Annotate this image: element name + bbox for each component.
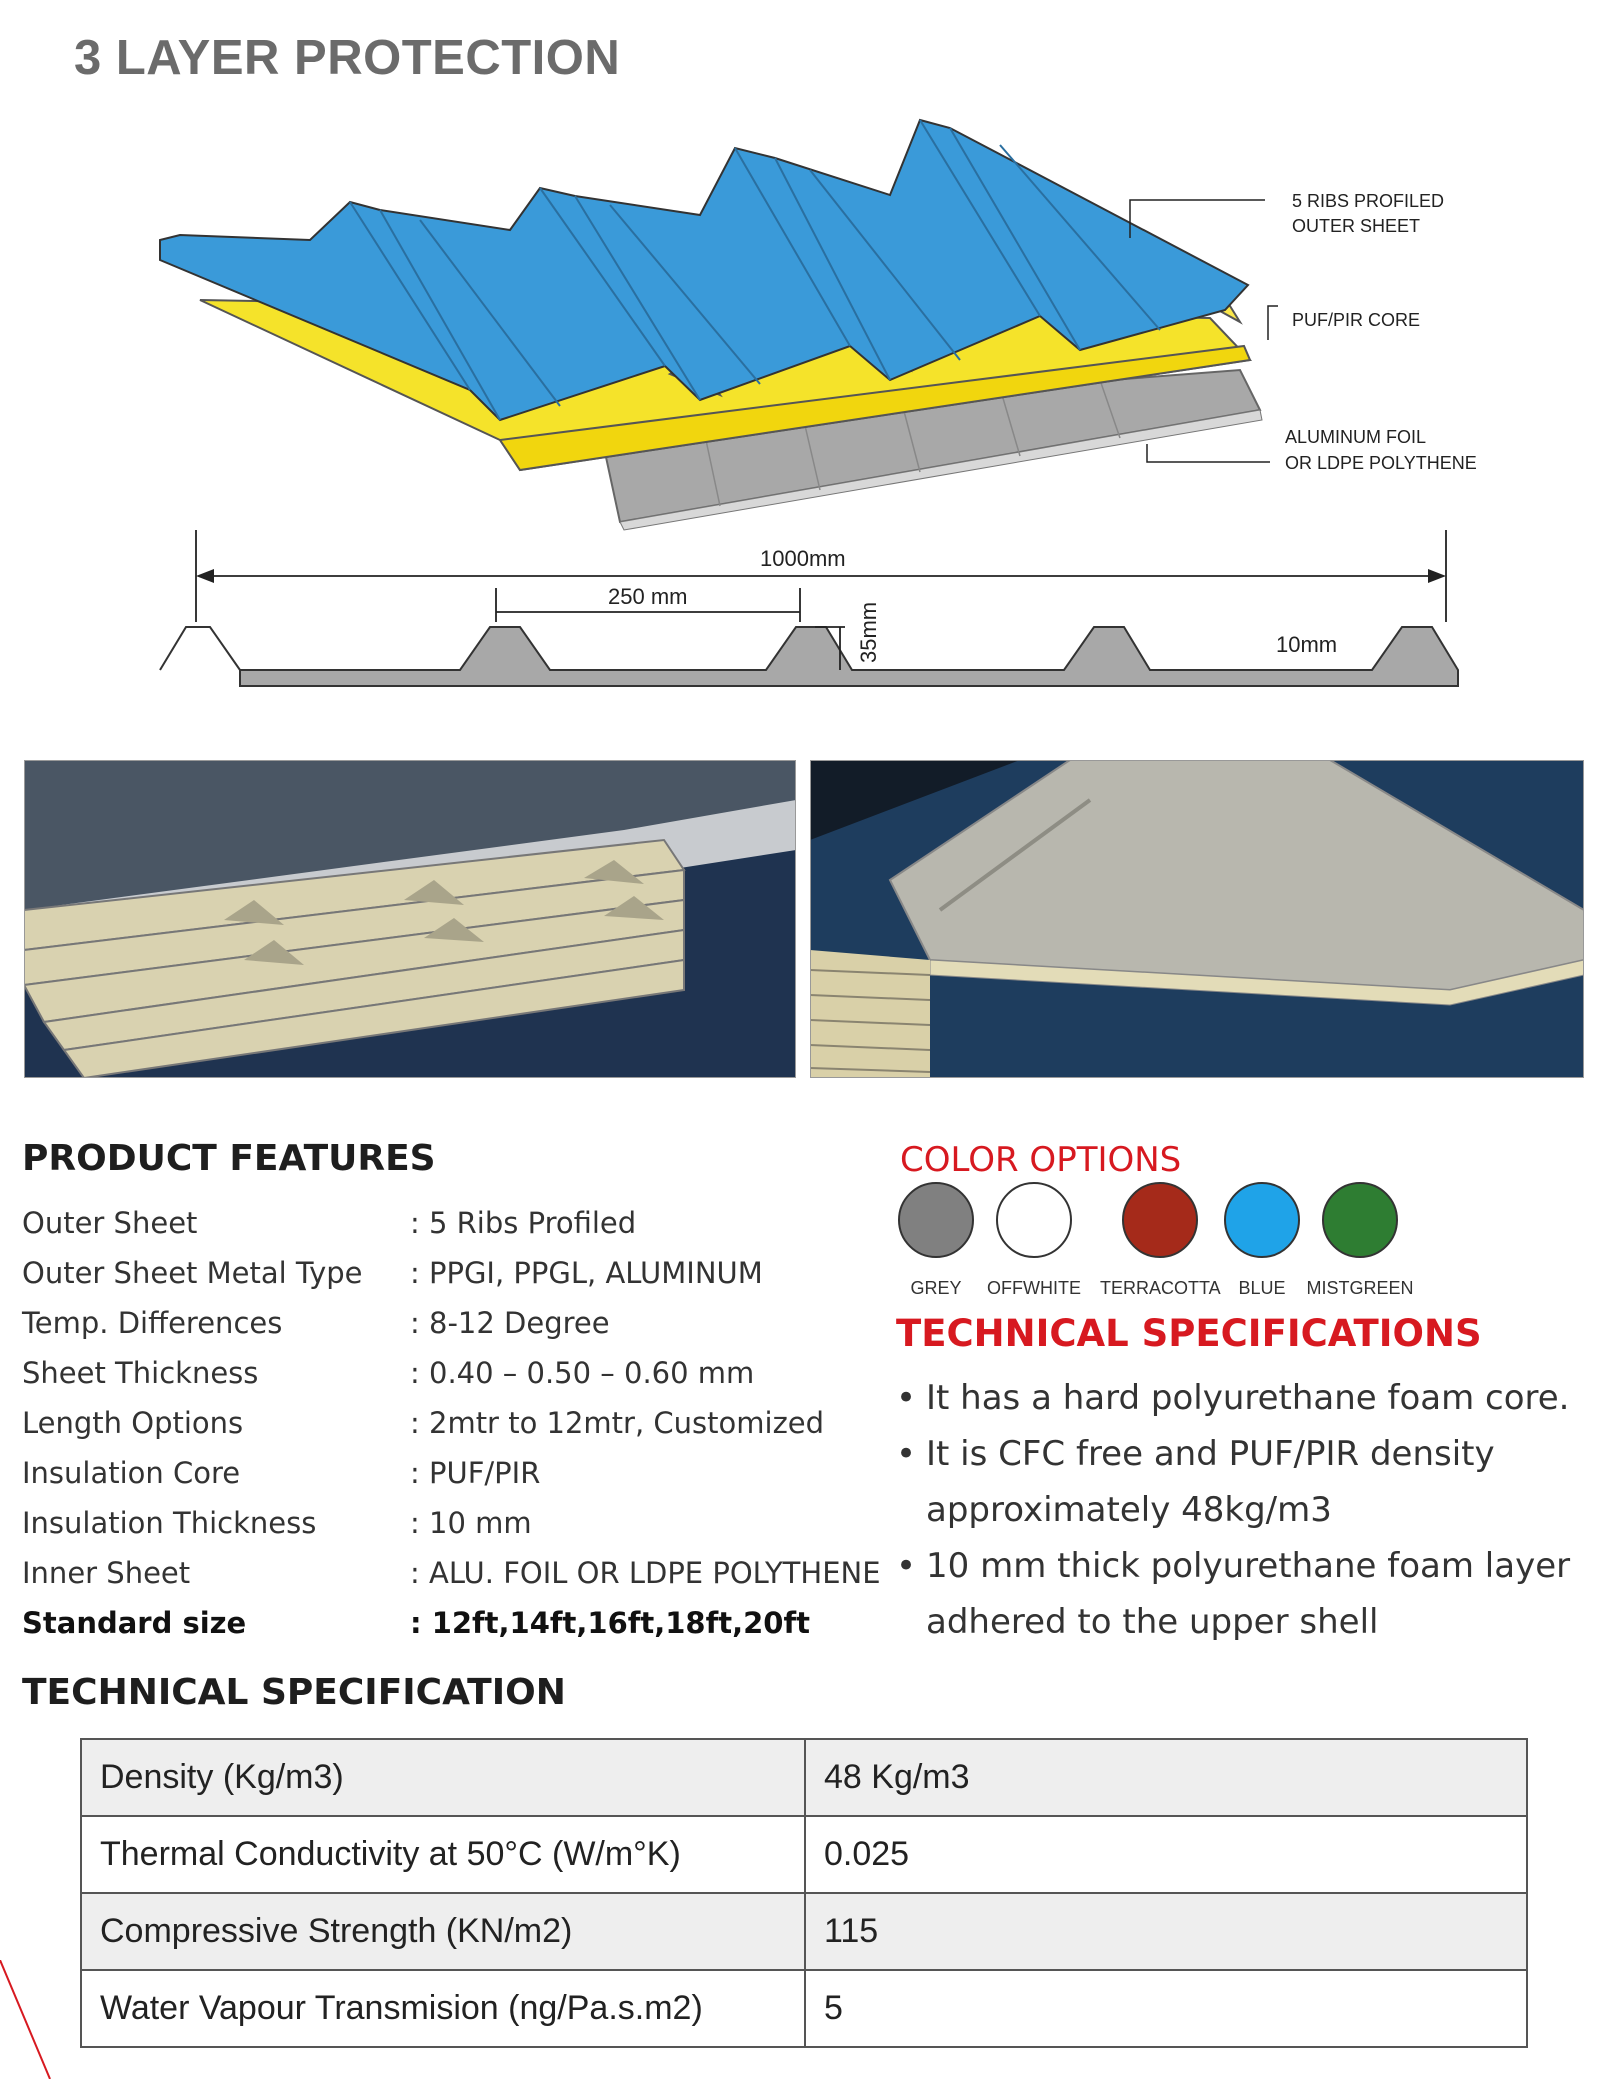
table-cell-value: 0.025 bbox=[804, 1815, 1528, 1894]
table-row: Compressive Strength (KN/m2) 115 bbox=[80, 1892, 1528, 1971]
table-cell-property: Compressive Strength (KN/m2) bbox=[80, 1892, 806, 1971]
dim-rib-spacing: 250 mm bbox=[608, 584, 687, 609]
panel-closeup-photo bbox=[810, 760, 1584, 1078]
color-swatch-offwhite bbox=[996, 1182, 1072, 1258]
spec-bullet-text: It is CFC free and PUF/PIR density appro… bbox=[926, 1434, 1495, 1530]
table-row: Density (Kg/m3) 48 Kg/m3 bbox=[80, 1738, 1528, 1817]
feature-value: : 12ft,14ft,16ft,18ft,20ft bbox=[410, 1606, 810, 1640]
feature-label: Insulation Core bbox=[22, 1456, 241, 1490]
product-features-heading: PRODUCT FEATURES bbox=[22, 1138, 436, 1179]
feature-value: : 5 Ribs Profiled bbox=[410, 1206, 637, 1240]
feature-value: : 10 mm bbox=[410, 1506, 532, 1540]
table-cell-value: 115 bbox=[804, 1892, 1528, 1971]
label-foil-2: OR LDPE POLYTHENE bbox=[1285, 453, 1477, 473]
bullet-dot-icon: • bbox=[896, 1546, 917, 1586]
feature-label: Sheet Thickness bbox=[22, 1356, 259, 1390]
bullet-dot-icon: • bbox=[896, 1378, 917, 1418]
feature-label: Outer Sheet bbox=[22, 1206, 198, 1240]
label-outer-sheet-2: OUTER SHEET bbox=[1292, 216, 1420, 236]
bullet-dot-icon: • bbox=[896, 1434, 917, 1474]
table-row: Water Vapour Transmision (ng/Pa.s.m2) 5 bbox=[80, 1969, 1528, 2048]
table-cell-property: Thermal Conductivity at 50°C (W/m°K) bbox=[80, 1815, 806, 1894]
feature-label: Insulation Thickness bbox=[22, 1506, 317, 1540]
feature-value: : 8-12 Degree bbox=[410, 1306, 610, 1340]
feature-label: Length Options bbox=[22, 1406, 244, 1440]
table-cell-value: 5 bbox=[804, 1969, 1528, 2048]
feature-label: Temp. Differences bbox=[22, 1306, 283, 1340]
label-outer-sheet-1: 5 RIBS PROFILED bbox=[1292, 191, 1444, 211]
spec-bullet-text: 10 mm thick polyurethane foam layer adhe… bbox=[926, 1546, 1571, 1642]
spec-bullet-text: It has a hard polyurethane foam core. bbox=[926, 1378, 1570, 1418]
feature-value: : 2mtr to 12mtr, Customized bbox=[410, 1406, 825, 1440]
color-swatch-blue bbox=[1224, 1182, 1300, 1258]
outer-sheet-layer bbox=[159, 118, 1250, 422]
color-label: OFFWHITE bbox=[987, 1278, 1081, 1298]
color-label: BLUE bbox=[1238, 1278, 1286, 1298]
feature-value: : PPGI, PPGL, ALUMINUM bbox=[410, 1256, 763, 1290]
label-core: PUF/PIR CORE bbox=[1292, 310, 1420, 330]
dim-total-width: 1000mm bbox=[760, 546, 846, 571]
table-cell-property: Water Vapour Transmision (ng/Pa.s.m2) bbox=[80, 1969, 806, 2048]
color-swatch-mistgreen bbox=[1322, 1182, 1398, 1258]
feature-label: Inner Sheet bbox=[22, 1556, 191, 1590]
panel-layer-diagram: 5 RIBS PROFILED OUTER SHEET PUF/PIR CORE… bbox=[159, 118, 1477, 687]
label-foil-1: ALUMINUM FOIL bbox=[1285, 427, 1426, 447]
feature-label: Standard size bbox=[22, 1606, 247, 1640]
dim-thickness: 10mm bbox=[1276, 632, 1337, 657]
color-label: TERRACOTTA bbox=[1100, 1278, 1221, 1298]
feature-value: : 0.40 – 0.50 – 0.60 mm bbox=[410, 1356, 755, 1390]
stacked-panels-photo bbox=[24, 760, 796, 1078]
profile-section bbox=[239, 626, 1459, 687]
feature-value: : PUF/PIR bbox=[410, 1456, 541, 1490]
color-options-heading: COLOR OPTIONS bbox=[900, 1140, 1182, 1180]
spec-bullet: • It is CFC free and PUF/PIR density app… bbox=[896, 1426, 1596, 1538]
feature-label: Outer Sheet Metal Type bbox=[22, 1256, 363, 1290]
table-row: Thermal Conductivity at 50°C (W/m°K) 0.0… bbox=[80, 1815, 1528, 1894]
corner-accent-line bbox=[0, 1960, 51, 2079]
color-label: MISTGREEN bbox=[1306, 1278, 1414, 1298]
spec-bullet: • It has a hard polyurethane foam core. bbox=[896, 1370, 1596, 1426]
color-swatch-grey bbox=[898, 1182, 974, 1258]
dim-rib-height: 35mm bbox=[856, 602, 881, 663]
spec-bullet: • 10 mm thick polyurethane foam layer ad… bbox=[896, 1538, 1596, 1650]
feature-value: : ALU. FOIL OR LDPE POLYTHENE bbox=[410, 1556, 881, 1590]
technical-specification-heading: TECHNICAL SPECIFICATION bbox=[22, 1672, 566, 1713]
color-swatch-terracotta bbox=[1122, 1182, 1198, 1258]
table-cell-value: 48 Kg/m3 bbox=[804, 1738, 1528, 1817]
page-title: 3 LAYER PROTECTION bbox=[74, 31, 621, 85]
technical-specifications-heading: TECHNICAL SPECIFICATIONS bbox=[896, 1312, 1482, 1355]
table-cell-property: Density (Kg/m3) bbox=[80, 1738, 806, 1817]
technical-specification-table: Density (Kg/m3) 48 Kg/m3 Thermal Conduct… bbox=[80, 1738, 1528, 2048]
color-label: GREY bbox=[910, 1278, 962, 1298]
